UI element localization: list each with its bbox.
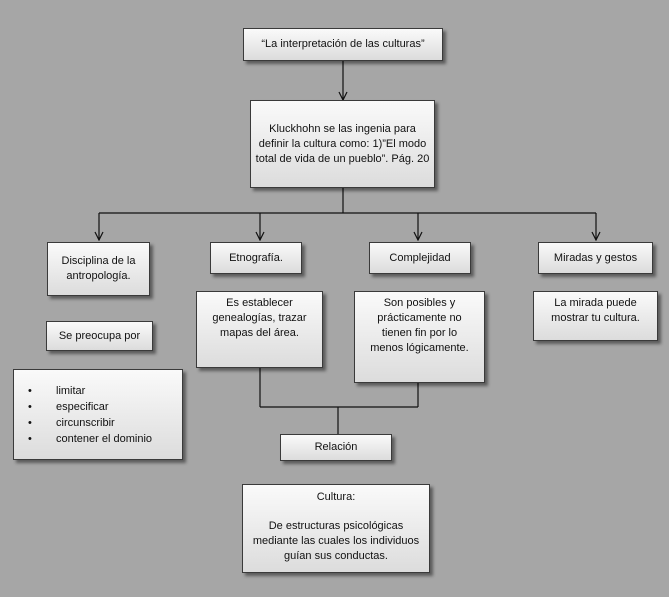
mirada-puede-box: La mirada puede mostrar tu cultura. [533, 291, 658, 341]
relacion-text: Relación [314, 441, 358, 453]
title-text: “La interpretación de las culturas” [261, 38, 425, 50]
list-item: especificar [18, 399, 178, 415]
preocupa-text: Se preocupa por [58, 329, 141, 342]
complejidad-box: Complejidad [369, 242, 471, 274]
complejidad-text: Complejidad [389, 251, 451, 264]
title-box: “La interpretación de las culturas” [243, 28, 443, 61]
cultura-body: De estructuras psicológicas mediante las… [252, 520, 420, 562]
establecer-text: Es establecer genealogías, trazar mapas … [212, 297, 307, 339]
list-item: limitar [18, 383, 178, 399]
mirada-puede-text: La mirada puede mostrar tu cultura. [551, 297, 640, 324]
preocupa-list-box: limitar especificar circunscribir conten… [13, 369, 183, 460]
cultura-box: Cultura: De estructuras psicológicas med… [242, 484, 430, 573]
cultura-title: Cultura: [316, 491, 356, 503]
relacion-box: Relación [280, 434, 392, 461]
disciplina-text: Disciplina de la antropología. [61, 255, 136, 282]
kluckhohn-text: Kluckhohn se las ingenia para definir la… [255, 122, 430, 165]
etnografia-text: Etnografía. [229, 251, 283, 264]
kluckhohn-box: Kluckhohn se las ingenia para definir la… [250, 100, 435, 188]
establecer-box: Es establecer genealogías, trazar mapas … [196, 291, 323, 368]
miradas-text: Miradas y gestos [553, 251, 638, 264]
posibles-box: Son posibles y prácticamente no tienen f… [354, 291, 485, 383]
preocupa-box: Se preocupa por [46, 321, 153, 351]
list-item: circunscribir [18, 415, 178, 431]
posibles-text: Son posibles y prácticamente no tienen f… [370, 297, 469, 354]
preocupa-list: limitar especificar circunscribir conten… [18, 383, 178, 447]
miradas-box: Miradas y gestos [538, 242, 653, 274]
disciplina-box: Disciplina de la antropología. [47, 242, 150, 296]
list-item: contener el dominio [18, 431, 178, 447]
etnografia-box: Etnografía. [210, 242, 302, 274]
